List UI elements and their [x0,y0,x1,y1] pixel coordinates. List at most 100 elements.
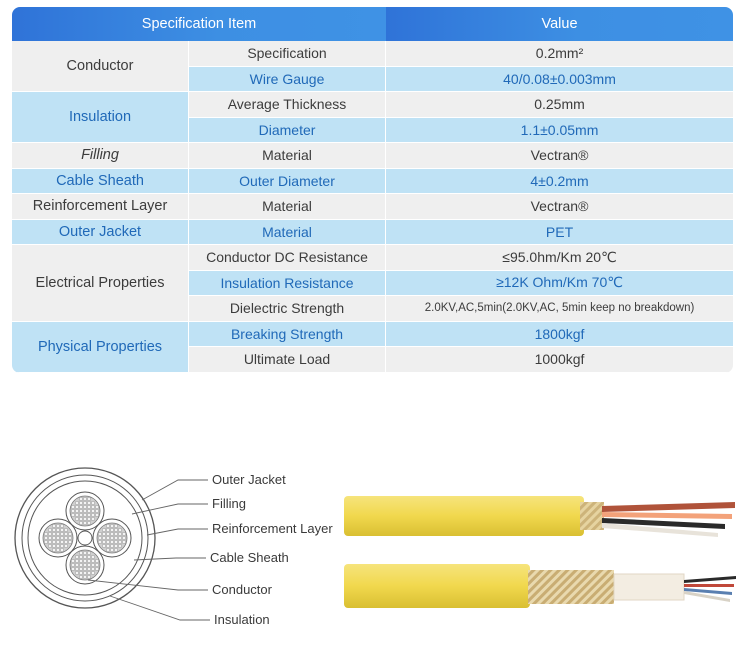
conductor-strand [51,527,57,533]
item-cell: Diameter [189,117,387,143]
conductor-strand [101,535,107,541]
conductor-strand [86,574,92,580]
conductor-strand [90,516,96,522]
cable-photo-braided-shield [344,564,736,608]
conductor-strand [90,554,96,560]
label-conductor: Conductor [212,582,272,597]
conductor-strand [105,523,111,529]
conductor-strand [74,516,80,522]
conductor-strand [109,527,115,533]
conductor-strand [74,566,80,572]
wire-red [684,584,734,587]
conductor-strand [51,539,57,545]
leader-outer-jacket [141,479,208,501]
conductor-strand [90,558,96,564]
leader-filling [131,503,208,515]
conductor-strand [55,543,61,549]
value-cell: 1000kgf [386,347,734,373]
conductor-strand [63,531,69,537]
conductor-strand [97,535,103,541]
conductor-strand [51,523,57,529]
conductor-strand [113,531,119,537]
conductor-strand [51,547,57,553]
table-row: Reinforcement Layer Material Vectran® [12,194,734,220]
conductor-strand [63,535,69,541]
conductor-strand [55,535,61,541]
wire-orange [602,512,732,519]
conductor-strand [55,547,61,553]
conductor-strand [82,570,88,576]
value-cell: Vectran® [386,194,734,220]
conductor-strand [78,570,84,576]
conductor-strand [74,570,80,576]
outer-jacket-ring [14,467,156,609]
conductor-strand [97,539,103,545]
conductor-strand [105,539,111,545]
conductor-strand [86,554,92,560]
conductor-strand [90,566,96,572]
conductor-strand [105,547,111,553]
conductor-strand [47,543,53,549]
label-cable-sheath: Cable Sheath [210,550,289,565]
conductor-strand [59,527,65,533]
conductor-strand [94,566,100,572]
category-electrical-properties: Electrical Properties [12,245,189,322]
conductor-strand [113,547,119,553]
leader-reinforcement [146,528,208,536]
conductor-strand [43,531,49,537]
table-row: Diameter 1.1±0.05mm [12,117,734,143]
item-cell: Material [189,194,387,220]
value-cell: ≤95.0hm/Km 20℃ [386,245,734,271]
conductor-strand [94,504,100,510]
conductor-strand [51,543,57,549]
conductor-strand [86,566,92,572]
conductor-strand [113,543,119,549]
conductor-strand [78,566,84,572]
wire-white [684,591,730,602]
conductor-strand [55,539,61,545]
wire-blue [684,588,732,595]
wire-black [684,576,736,583]
conductor-strand [43,539,49,545]
item-cell: Dielectric Strength [189,296,387,322]
leader-insulation [109,595,210,621]
conductor-strand [78,558,84,564]
conductor-strand [70,504,76,510]
table-header-row: Specification Item Value [12,7,734,41]
conductor-strand [78,516,84,522]
conductor-strand [55,523,61,529]
conductor-strand [113,539,119,545]
conductor-strand [82,520,88,526]
category-outer-jacket: Outer Jacket [12,219,189,245]
conductor-strand [70,562,76,568]
conductor-strand [101,527,107,533]
table-row: Electrical Properties Conductor DC Resis… [12,245,734,322]
conductor-strand [90,500,96,506]
conductor-strand [86,512,92,518]
leader-lines [87,479,210,621]
table-row: Insulation Average Thickness 0.25mm [12,92,734,143]
conductor-strand [109,523,115,529]
conductor-strand [59,523,65,529]
conductor-strand [90,562,96,568]
item-cell: Wire Gauge [189,66,387,92]
reinforcement-ring [21,474,149,602]
conductor-strand [59,531,65,537]
item-cell: Conductor DC Resistance [189,245,387,271]
header-value: Value [386,7,734,41]
conductor-strand [47,539,53,545]
value-cell: 40/0.08±0.003mm [386,66,734,92]
wire-black [602,518,725,529]
conductor-strand [86,496,92,502]
conductor-strand [70,558,76,564]
conductor-strand [86,516,92,522]
conductor-strand [101,543,107,549]
conductor-strand [78,574,84,580]
conductor-strand [105,531,111,537]
sheath-segment [613,573,685,601]
conductor-strand [51,531,57,537]
conductor-strand [82,508,88,514]
conductor-strand [86,520,92,526]
category-conductor: Conductor [12,41,189,92]
conductor-strand [78,512,84,518]
